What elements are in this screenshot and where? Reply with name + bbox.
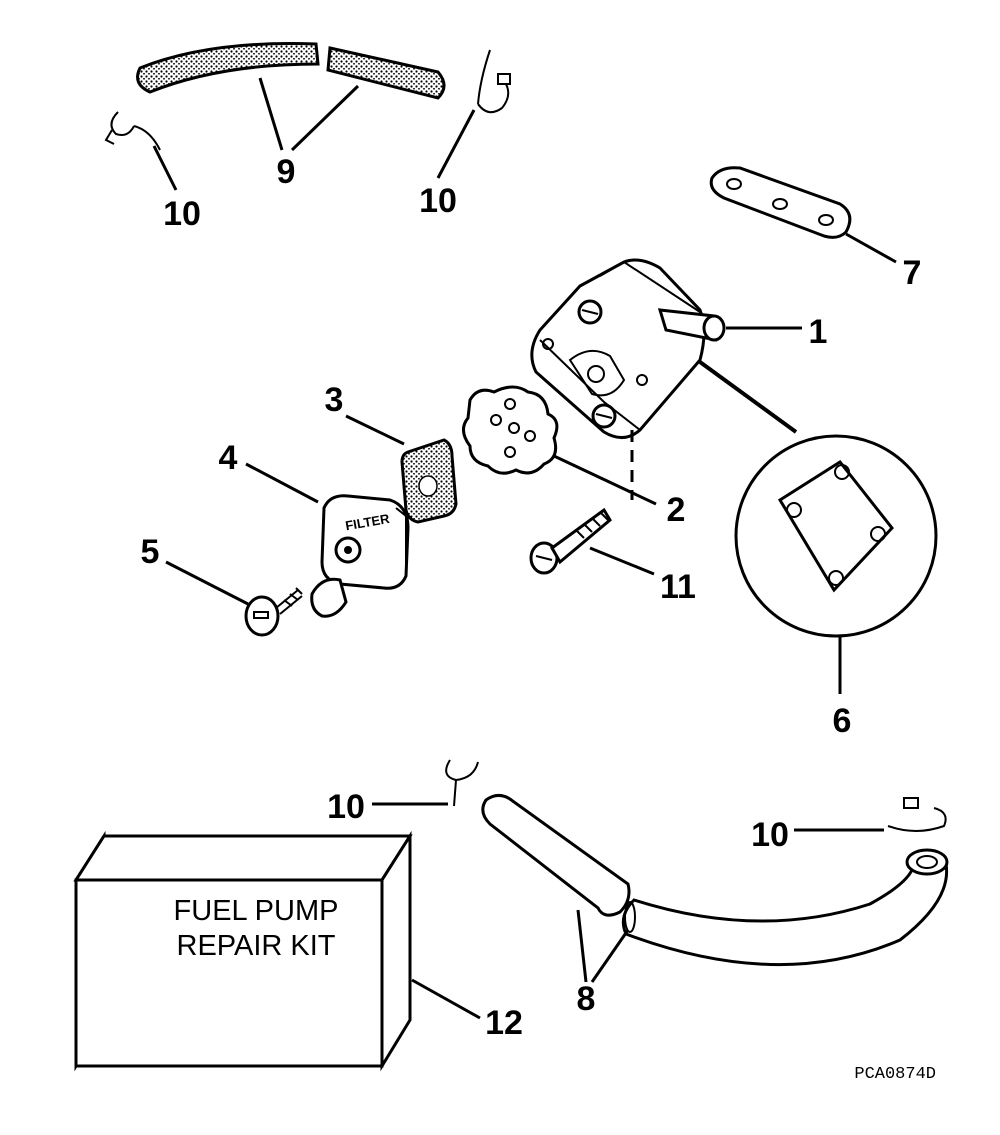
callout-8: 8 bbox=[577, 980, 596, 1018]
upper-fuel-hose-9 bbox=[136, 42, 446, 100]
repair-kit-box-12: FUEL PUMP REPAIR KIT bbox=[73, 830, 413, 1072]
callout-9: 9 bbox=[277, 153, 296, 191]
hose-clamp-10-lower-right bbox=[887, 797, 947, 832]
filter-cover-4: FILTER bbox=[310, 494, 410, 618]
filter-screen-3 bbox=[400, 438, 458, 524]
callout-10-upper-left: 10 bbox=[163, 195, 201, 233]
callout-10-lower-right: 10 bbox=[751, 816, 789, 854]
diaphragm-6 bbox=[698, 360, 938, 638]
mounting-screw-11 bbox=[529, 507, 612, 575]
callout-1: 1 bbox=[809, 313, 828, 351]
fuel-pump-assembly-1 bbox=[530, 258, 726, 439]
callout-6: 6 bbox=[833, 702, 852, 740]
hose-clamp-10-upper-left bbox=[104, 111, 161, 151]
gasket-plate-7 bbox=[709, 166, 852, 239]
callout-10-upper-right: 10 bbox=[419, 182, 457, 220]
callout-5: 5 bbox=[141, 533, 160, 571]
callout-4: 4 bbox=[219, 439, 238, 477]
callout-numbers: 9 10 10 7 1 3 4 2 5 11 6 10 10 8 12 bbox=[141, 153, 922, 1042]
callout-7: 7 bbox=[903, 254, 922, 292]
leader-lines bbox=[152, 77, 897, 1020]
callout-3: 3 bbox=[325, 381, 344, 419]
kit-label-line2: REPAIR KIT bbox=[177, 930, 336, 962]
drawing-code: PCA0874D bbox=[854, 1065, 936, 1084]
callout-11: 11 bbox=[660, 568, 696, 606]
callout-2: 2 bbox=[667, 491, 686, 529]
hose-clamp-10-upper-right bbox=[477, 49, 511, 114]
cover-screw-5 bbox=[244, 587, 303, 637]
valve-plate-2 bbox=[462, 385, 559, 475]
callout-10-lower-left: 10 bbox=[327, 788, 365, 826]
callout-12: 12 bbox=[485, 1004, 523, 1042]
hose-clamp-10-lower-left bbox=[445, 759, 479, 807]
kit-label-line1: FUEL PUMP bbox=[174, 895, 339, 927]
lower-fuel-hose-8 bbox=[481, 794, 949, 967]
